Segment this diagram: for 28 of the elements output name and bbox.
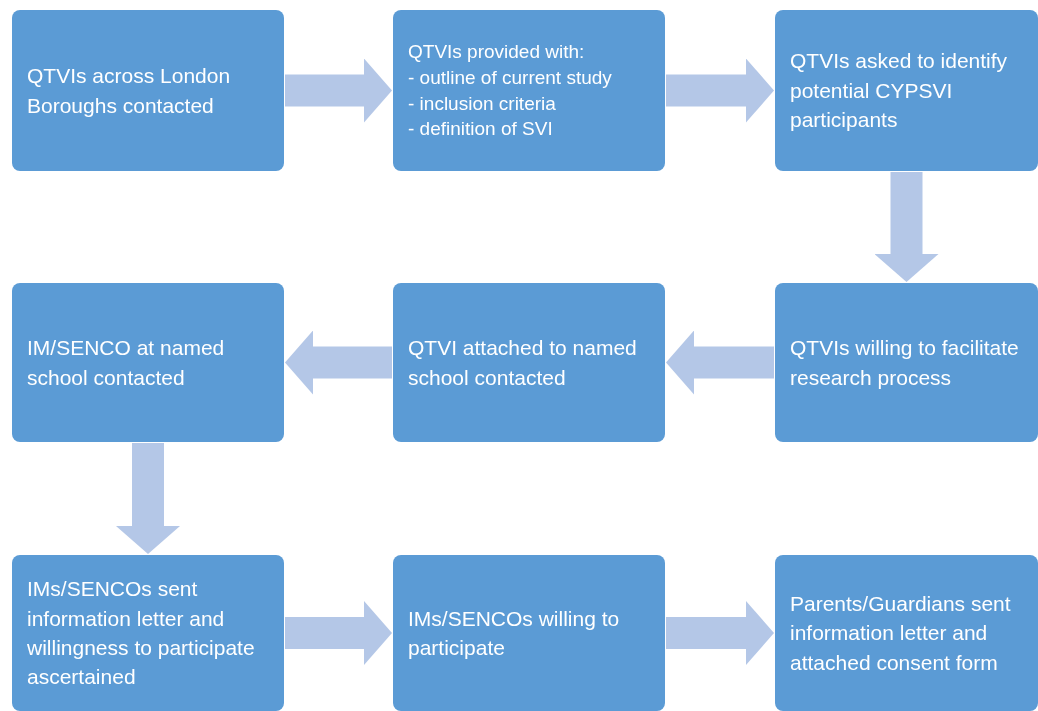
box-text: IMs/SENCOs willing to participate [408, 605, 621, 661]
process-box [12, 10, 284, 171]
box-text: QTVIs across London Boroughs contacted [27, 63, 232, 119]
box-text: - inclusion criteria [408, 91, 557, 116]
process-box [12, 555, 284, 711]
process-box [393, 283, 665, 442]
process-box [775, 555, 1038, 711]
block-arrow [666, 601, 774, 665]
box-text: IMs/SENCOs sent information letter and willingness to participate ascertained [27, 576, 256, 691]
box-text: - definition of SVI [408, 117, 554, 142]
box-text: QTVIs willing to facilitate research process [790, 335, 1020, 391]
process-box [393, 10, 665, 171]
process-box [775, 283, 1038, 442]
block-arrow [285, 330, 392, 395]
block-arrow [666, 58, 774, 123]
process-box [775, 10, 1038, 171]
process-box [393, 555, 665, 711]
block-arrow [874, 172, 939, 282]
box-text: QTVI attached to named school contacted [408, 335, 638, 391]
box-text: QTVIs asked to identify potential CYPSVI participants [790, 48, 1009, 134]
box-text: - outline of current study [408, 65, 613, 90]
box-text: IM/SENCO at named school contacted [27, 335, 226, 391]
process-box [12, 283, 284, 442]
block-arrow [285, 58, 392, 123]
box-text: QTVIs provided with: [408, 40, 586, 65]
block-arrow [666, 330, 774, 395]
block-arrow [116, 443, 180, 554]
box-text: Parents/Guardians sent information letter and attached consent form [790, 590, 1012, 676]
